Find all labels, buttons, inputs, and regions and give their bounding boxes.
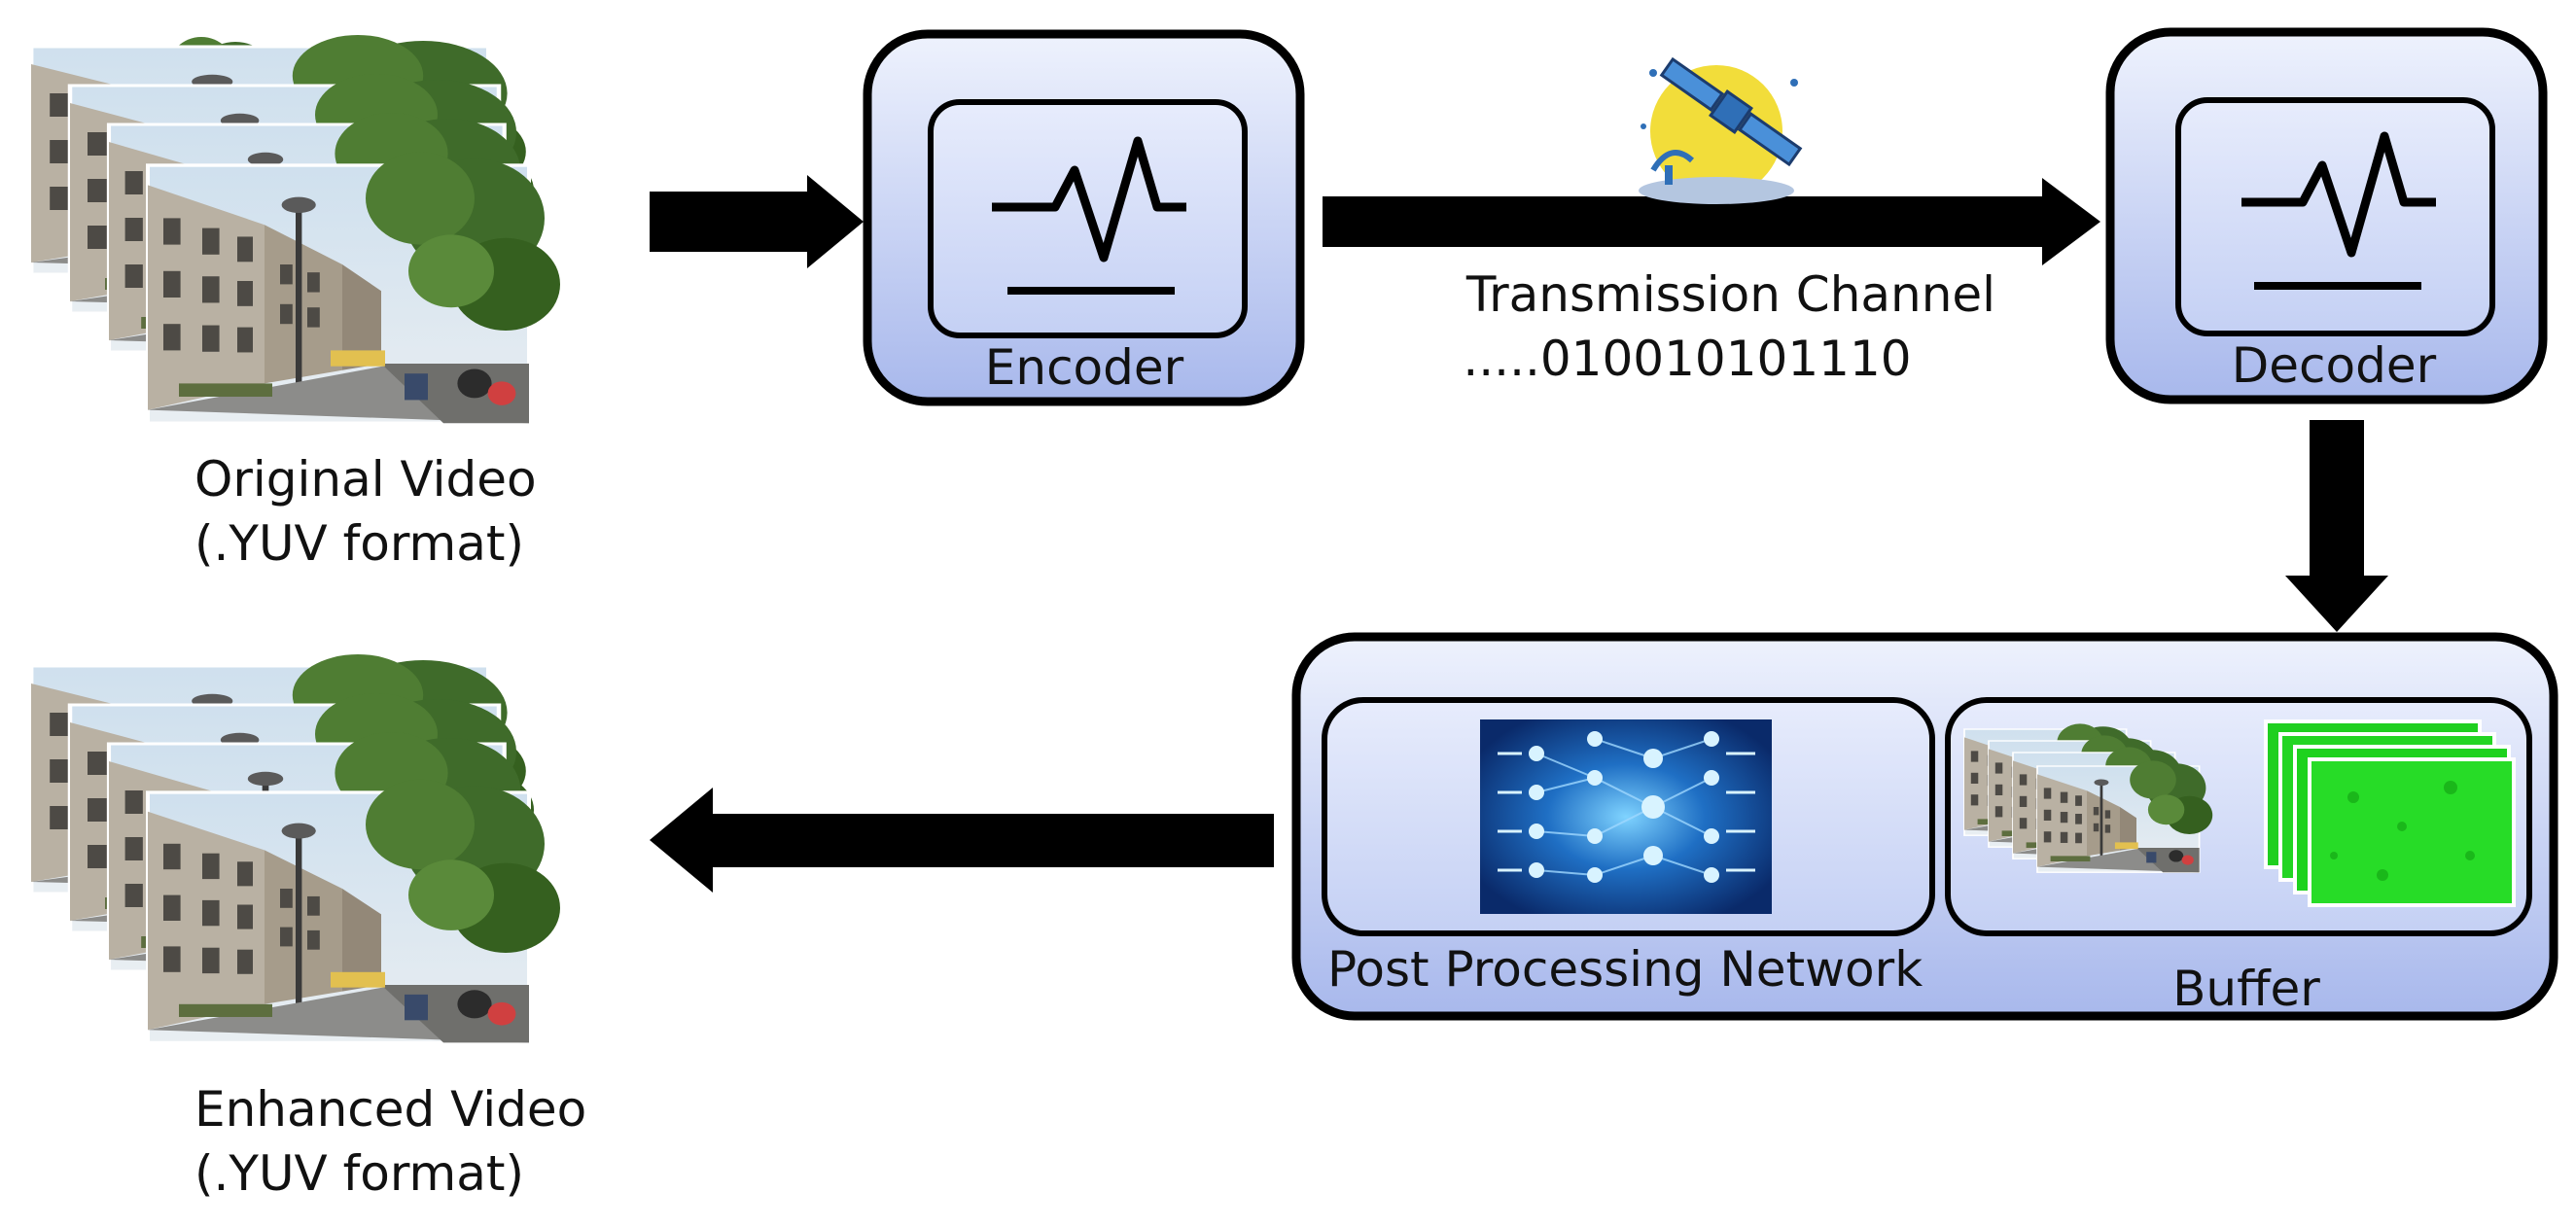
neural-network-icon (1480, 719, 1772, 914)
waveform-monitor-icon (2241, 131, 2436, 290)
original-video-stack (31, 29, 560, 424)
waveform-monitor-icon (992, 136, 1186, 295)
encoder-box (863, 29, 1305, 406)
channel-label: Transmission Channel .....010010101110 (1391, 263, 2071, 391)
buffer-heatmaps (2264, 719, 2516, 907)
original-video-label: Original Video (.YUV format) (194, 447, 681, 576)
decoder-box (2105, 27, 2548, 404)
arrow-channel (1323, 178, 2100, 265)
enhanced-video-format: (.YUV format) (194, 1145, 524, 1202)
buffer-label: Buffer (2172, 961, 2320, 1017)
original-video-format: (.YUV format) (194, 515, 524, 572)
enhanced-video-title: Enhanced Video (194, 1081, 587, 1138)
decoder-label: Decoder (2231, 337, 2437, 394)
encoder-label: Encoder (984, 339, 1184, 396)
arrow-to-encoder (650, 175, 864, 268)
post-processing-network-label: Post Processing Network (1327, 941, 1923, 998)
enhanced-video-stack (31, 654, 560, 1042)
channel-bitstream: .....010010101110 (1463, 331, 1912, 387)
arrow-to-post-processing (2285, 420, 2388, 632)
satellite-icon (1639, 56, 1803, 204)
transmission-channel-title: Transmission Channel (1465, 266, 1996, 323)
arrow-to-enhanced (650, 788, 1274, 893)
enhanced-video-label: Enhanced Video (.YUV format) (194, 1077, 681, 1206)
original-video-title: Original Video (194, 451, 537, 508)
